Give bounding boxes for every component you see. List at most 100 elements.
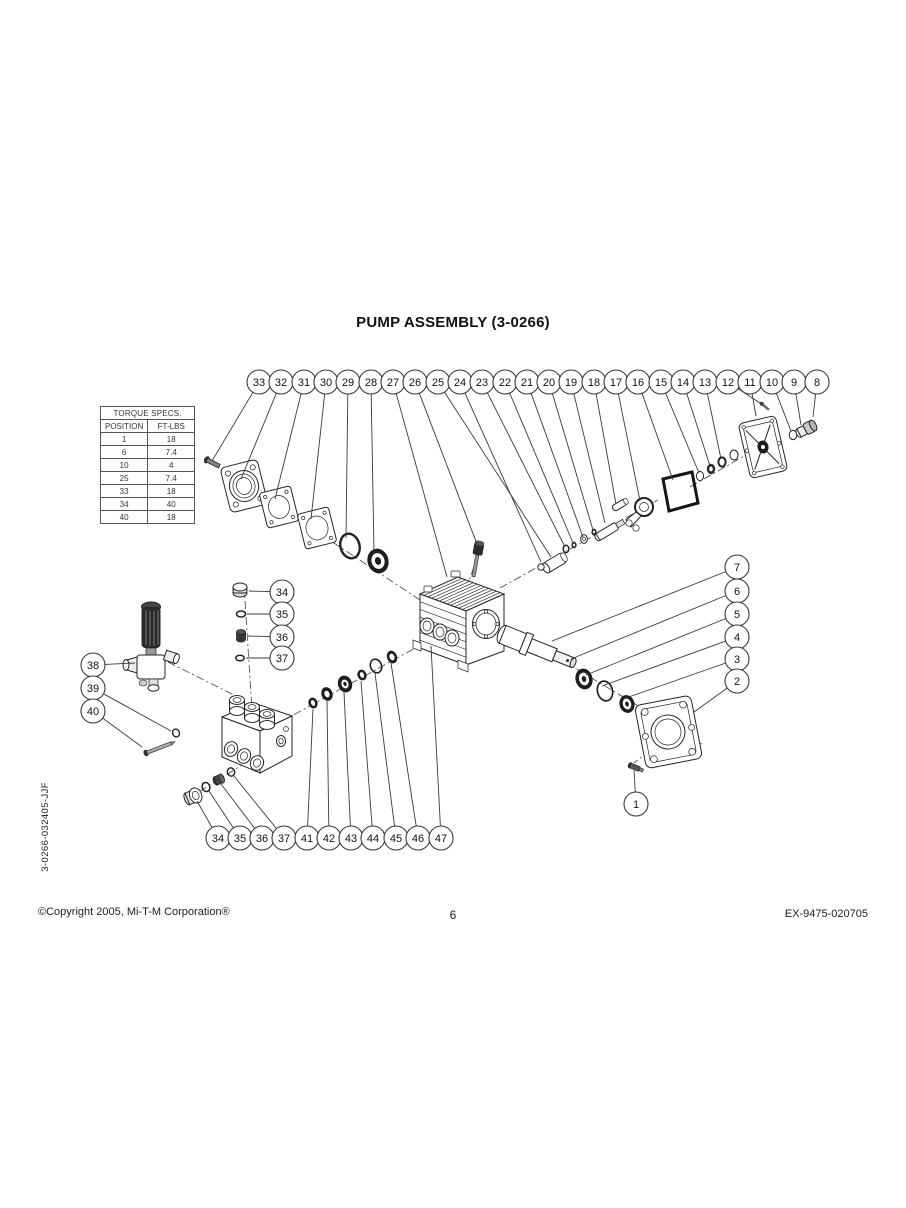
svg-text:20: 20: [543, 377, 555, 389]
svg-text:3: 3: [734, 654, 740, 666]
svg-text:29: 29: [342, 377, 354, 389]
callout-30: 30: [310, 369, 339, 520]
svg-text:23: 23: [476, 377, 488, 389]
unloader-valve: [122, 601, 180, 692]
callout-39: 39: [80, 675, 172, 732]
callout-45: 45: [374, 672, 409, 851]
svg-text:13: 13: [699, 377, 711, 389]
svg-text:15: 15: [655, 377, 667, 389]
callout-8: 8: [804, 369, 830, 418]
callout-22: 22: [492, 369, 574, 544]
callout-35: 35: [247, 601, 295, 627]
callout-37: 37: [246, 645, 295, 671]
svg-text:35: 35: [234, 833, 246, 845]
svg-text:38: 38: [87, 660, 99, 672]
callout-41: 41: [294, 708, 320, 851]
page-title: PUMP ASSEMBLY (3-0266): [356, 314, 550, 331]
torque-cell: 18: [147, 510, 196, 524]
callout-43: 43: [338, 691, 364, 851]
svg-text:30: 30: [320, 377, 332, 389]
callout-24: 24: [447, 369, 542, 563]
o-ring-35b: [201, 781, 211, 793]
svg-text:14: 14: [677, 377, 689, 389]
callout-33: 33: [211, 369, 272, 462]
svg-text:36: 36: [256, 833, 268, 845]
bearing-flange: [220, 459, 268, 513]
drain-plug: [795, 419, 818, 438]
svg-text:26: 26: [409, 377, 421, 389]
svg-text:25: 25: [432, 377, 444, 389]
callout-36: 36: [220, 783, 275, 851]
svg-text:34: 34: [212, 833, 224, 845]
svg-text:6: 6: [734, 586, 740, 598]
ring-14: [706, 463, 716, 475]
svg-text:22: 22: [499, 377, 511, 389]
seal-41: [308, 697, 318, 709]
svg-text:7: 7: [734, 562, 740, 574]
cover-gasket: [661, 470, 700, 513]
seal-44: [357, 669, 367, 681]
wrist-pin: [611, 497, 629, 512]
o-ring-37a: [235, 654, 245, 662]
callout-27: 27: [380, 369, 448, 578]
callout-16: 16: [625, 369, 674, 481]
seal-42: [321, 687, 333, 701]
oil-dipstick: [471, 540, 485, 578]
svg-text:16: 16: [632, 377, 644, 389]
doc-number: EX-9475-020705: [784, 908, 868, 920]
callout-15: 15: [648, 369, 700, 474]
svg-text:31: 31: [298, 377, 310, 389]
svg-text:1: 1: [633, 799, 639, 811]
svg-text:41: 41: [301, 833, 313, 845]
svg-text:19: 19: [565, 377, 577, 389]
plunger-sleeve: [541, 552, 568, 574]
svg-text:24: 24: [454, 377, 466, 389]
torque-cell: 18: [147, 484, 196, 498]
fitting-36a: [236, 629, 246, 643]
callout-34: 34: [248, 579, 295, 605]
callout-11: 11: [737, 369, 763, 417]
svg-text:39: 39: [87, 683, 99, 695]
oil-seal-3: [619, 695, 635, 713]
ring-13: [717, 456, 727, 468]
svg-text:32: 32: [275, 377, 287, 389]
callout-2: 2: [693, 668, 750, 713]
svg-text:44: 44: [367, 833, 379, 845]
valve-cap: [259, 709, 275, 730]
svg-text:8: 8: [814, 377, 820, 389]
callout-25: 25: [425, 369, 552, 558]
callout-42: 42: [316, 700, 342, 851]
svg-text:33: 33: [253, 377, 265, 389]
callout-10: 10: [759, 369, 792, 432]
svg-text:36: 36: [276, 632, 288, 644]
callout-21: 21: [514, 369, 584, 538]
callout-46: 46: [390, 662, 431, 851]
washer-22: [571, 541, 577, 549]
svg-text:17: 17: [610, 377, 622, 389]
seal-46: [386, 650, 398, 664]
o-ring-12: [729, 449, 739, 461]
svg-text:9: 9: [791, 377, 797, 389]
check-ball: [537, 563, 545, 571]
svg-text:35: 35: [276, 609, 288, 621]
washer-21: [580, 534, 588, 544]
svg-text:45: 45: [390, 833, 402, 845]
rear-cover-plate: [738, 415, 788, 479]
svg-text:11: 11: [744, 377, 755, 389]
svg-text:28: 28: [365, 377, 377, 389]
callout-13: 13: [692, 369, 722, 460]
seal-43: [337, 675, 353, 693]
svg-text:18: 18: [588, 377, 600, 389]
svg-text:43: 43: [345, 833, 357, 845]
connecting-rod: [625, 497, 654, 532]
callout-36: 36: [247, 624, 295, 650]
drawing-number-label: 3-0266-032405-JJF: [40, 782, 51, 872]
svg-text:5: 5: [734, 609, 740, 621]
callout-5: 5: [585, 601, 750, 676]
o-ring-37b: [226, 767, 236, 777]
crankcase: [412, 570, 506, 673]
